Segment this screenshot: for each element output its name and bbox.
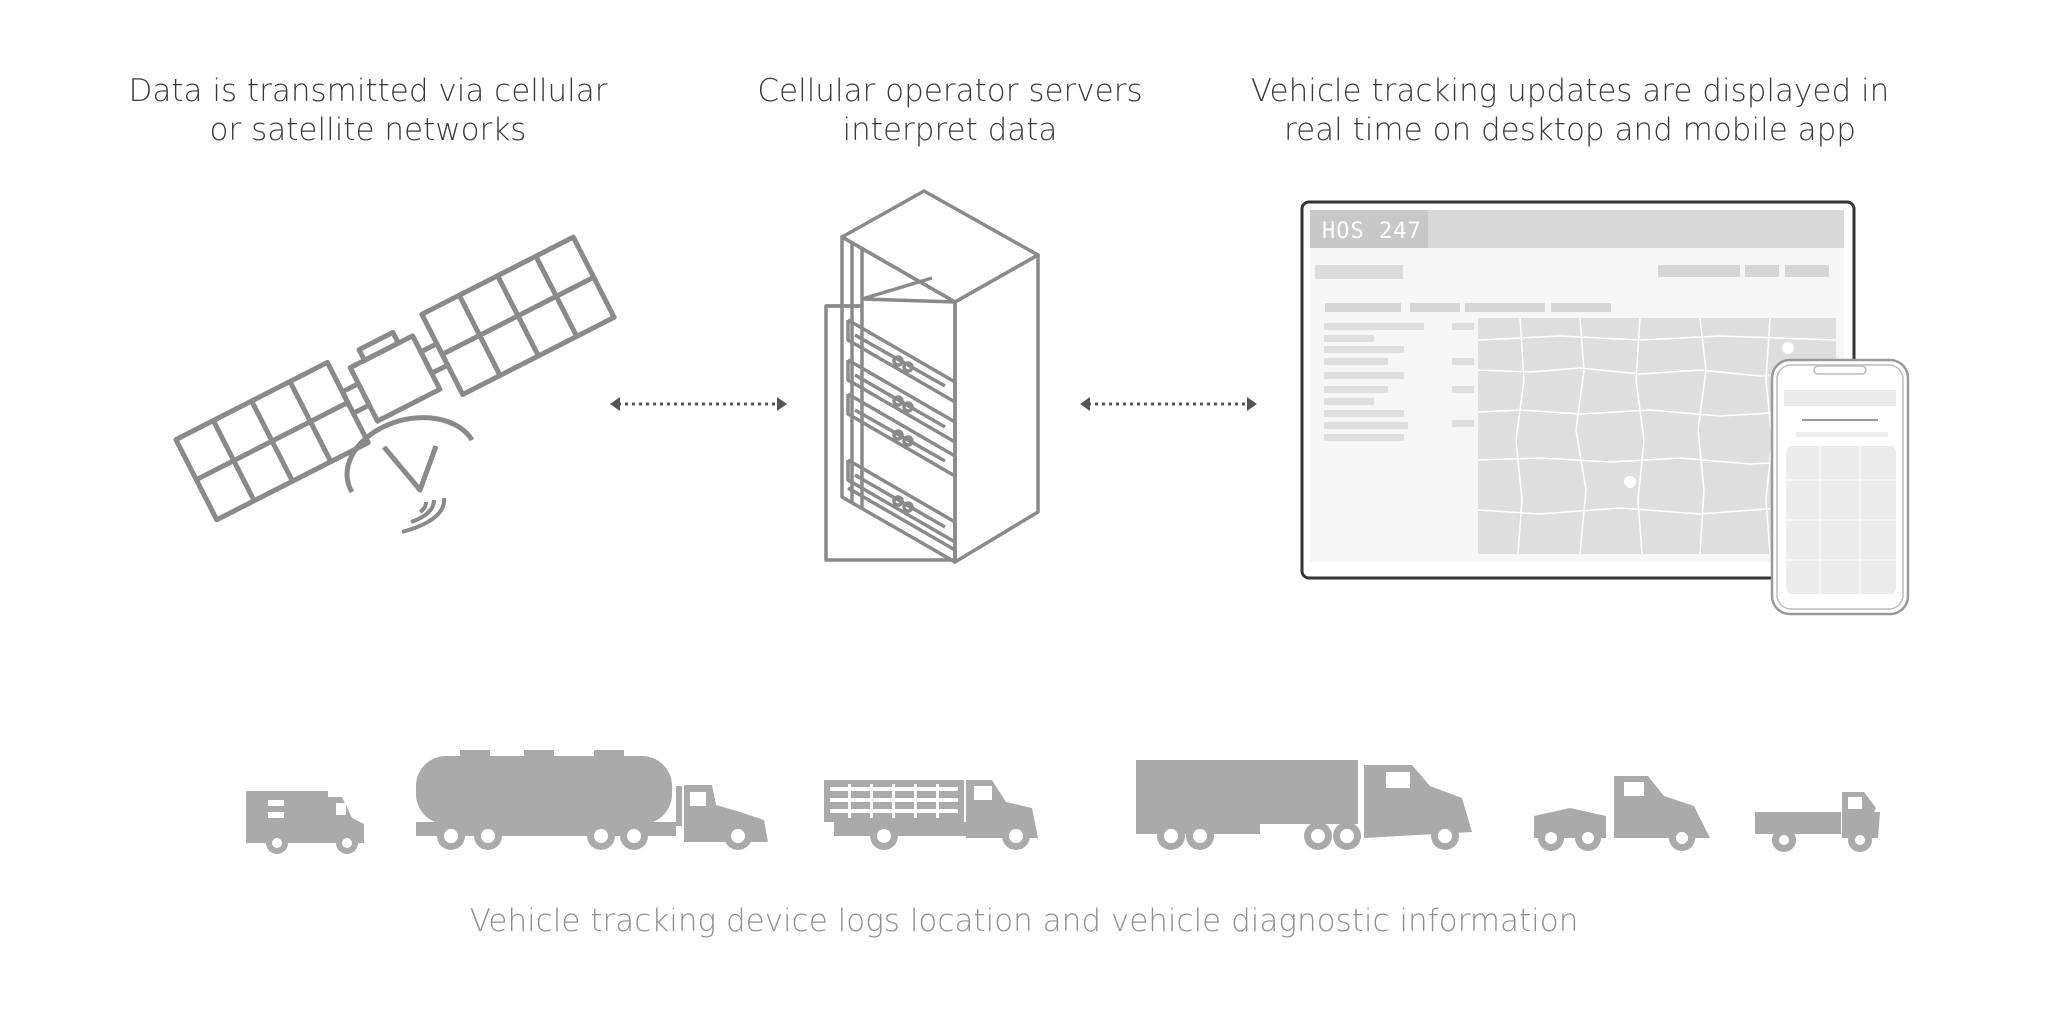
server-rack-icon [824, 189, 1040, 564]
flatbed-pickup-icon [1755, 792, 1880, 852]
monitor-icon: HOS 247 [1300, 200, 1856, 580]
smartphone-icon [1770, 358, 1910, 616]
double-arrow-icon [610, 397, 787, 411]
satellite-caption-line-2: or satellite networks [209, 112, 527, 148]
app-caption-line-1: Vehicle tracking updates are displayed i… [1250, 73, 1890, 109]
semi-trailer-truck-icon [1136, 760, 1472, 850]
satellite-caption-line-1: Data is transmitted via cellular [128, 73, 608, 109]
satellite-caption: Data is transmitted via cellular or sate… [118, 72, 618, 150]
tractor-with-hitch-icon [1534, 776, 1710, 851]
tanker-truck-icon [416, 750, 768, 850]
server-caption-line-2: interpret data [842, 112, 1058, 148]
satellite-icon [173, 234, 617, 534]
app-caption: Vehicle tracking updates are displayed i… [1225, 72, 1915, 150]
app-caption-line-2: real time on desktop and mobile app [1284, 112, 1856, 148]
vehicles-caption: Vehicle tracking device logs location an… [469, 903, 1579, 939]
server-caption-line-1: Cellular operator servers [757, 73, 1143, 109]
server-caption: Cellular operator servers interpret data [700, 72, 1200, 150]
double-arrow-icon [1080, 397, 1257, 411]
van-icon [246, 791, 364, 854]
brand-logo: HOS 247 [1322, 219, 1422, 244]
stake-truck-icon [824, 780, 1038, 850]
